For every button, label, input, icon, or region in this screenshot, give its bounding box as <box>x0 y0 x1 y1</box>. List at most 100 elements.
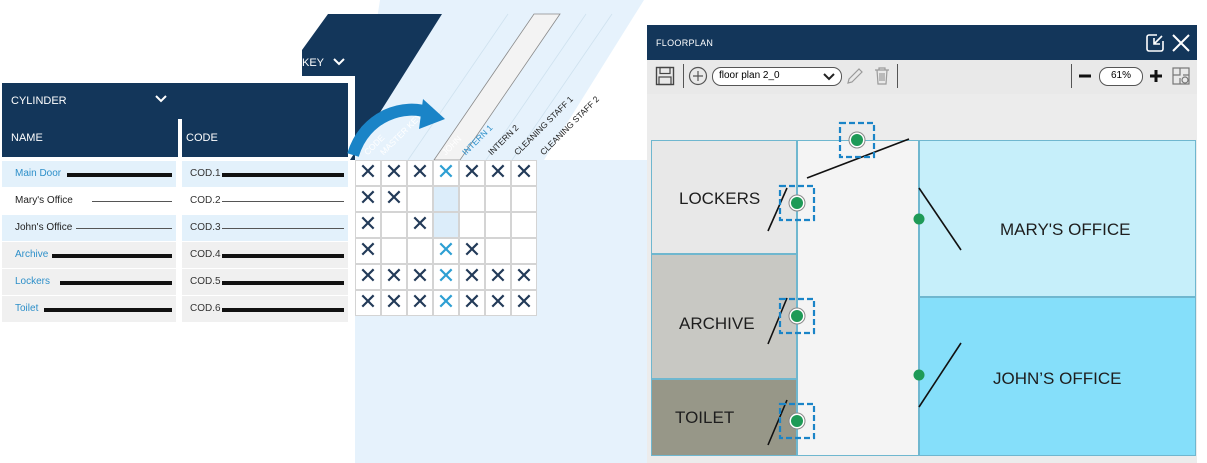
cylinder-code-line <box>222 173 344 177</box>
matrix-cell[interactable] <box>407 160 433 186</box>
matrix-cell[interactable] <box>485 238 511 264</box>
matrix-cell[interactable] <box>381 264 407 290</box>
key-header[interactable]: KEY <box>302 50 350 76</box>
matrix-cell[interactable] <box>433 186 459 212</box>
toolbar-divider <box>897 64 898 88</box>
matrix-cell[interactable] <box>511 186 537 212</box>
matrix-cell[interactable] <box>485 290 511 316</box>
save-icon[interactable] <box>655 66 675 86</box>
cylinder-name[interactable]: Mary's Office <box>15 195 73 206</box>
matrix-cell[interactable] <box>485 212 511 238</box>
matrix-cell[interactable] <box>459 160 485 186</box>
cylinder-header-title: CYLINDER <box>11 95 67 107</box>
matrix-cell[interactable] <box>355 160 381 186</box>
floorplan-canvas[interactable]: LOCKERS ARCHIVE TOILET MARY'S OFFICE JOH… <box>647 94 1197 463</box>
matrix-cell[interactable] <box>459 186 485 212</box>
chevron-down-icon[interactable] <box>332 55 346 69</box>
chevron-down-icon[interactable] <box>154 92 168 106</box>
column-header-name[interactable]: NAME <box>11 132 43 144</box>
room-label-marys-office: MARY'S OFFICE <box>1000 220 1131 239</box>
room-label-lockers: LOCKERS <box>679 189 761 208</box>
column-header-code[interactable]: CODE <box>186 132 218 144</box>
matrix-cell[interactable] <box>407 290 433 316</box>
cylinder-code-line <box>222 254 344 258</box>
matrix-cell[interactable] <box>459 290 485 316</box>
matrix-cell[interactable] <box>407 186 433 212</box>
cylinder-name[interactable]: John's Office <box>15 222 73 233</box>
matrix-cell[interactable] <box>511 290 537 316</box>
matrix-cell[interactable] <box>407 264 433 290</box>
access-mark: ✕ <box>410 264 430 289</box>
matrix-cell[interactable] <box>459 264 485 290</box>
matrix-cell[interactable] <box>511 238 537 264</box>
matrix-cell[interactable] <box>511 160 537 186</box>
matrix-cell[interactable] <box>433 160 459 186</box>
matrix-cell[interactable] <box>407 238 433 264</box>
matrix-cell[interactable] <box>459 238 485 264</box>
matrix-cell[interactable] <box>433 238 459 264</box>
plus-icon[interactable] <box>1146 66 1166 86</box>
matrix-cell[interactable] <box>459 212 485 238</box>
cylinder-header[interactable]: CYLINDER <box>2 83 348 119</box>
cylinder-row[interactable]: John's Office COD.3 <box>2 215 348 241</box>
matrix-cell[interactable] <box>511 264 537 290</box>
key-header-title: KEY <box>302 57 325 69</box>
minimize-icon[interactable] <box>1145 33 1165 53</box>
room-toilet[interactable] <box>651 379 797 456</box>
add-icon[interactable] <box>688 66 708 86</box>
access-mark: ✕ <box>384 160 404 185</box>
cylinder-name[interactable]: Archive <box>15 249 49 260</box>
matrix-cell[interactable] <box>485 264 511 290</box>
matrix-cell[interactable] <box>433 212 459 238</box>
matrix-cell[interactable] <box>381 212 407 238</box>
access-mark: ✕ <box>436 238 456 263</box>
cylinder-row[interactable]: Main Door COD.1 <box>2 161 348 187</box>
door-marys-office <box>918 187 962 251</box>
zoom-level[interactable]: 61% <box>1099 67 1143 86</box>
floorplan-window: FLOORPLAN floor plan 2_0 <box>647 25 1197 463</box>
matrix-cell[interactable] <box>381 290 407 316</box>
matrix-cell[interactable] <box>355 290 381 316</box>
cylinder-name[interactable]: Toilet <box>15 303 39 314</box>
access-mark: ✕ <box>358 290 378 315</box>
matrix-cell[interactable] <box>381 238 407 264</box>
close-icon[interactable] <box>1171 33 1191 53</box>
zoom-level-value: 61% <box>1110 70 1131 81</box>
access-mark: ✕ <box>514 160 534 185</box>
cylinder-code: COD.1 <box>190 168 221 179</box>
matrix-cell[interactable] <box>381 160 407 186</box>
room-marys-office[interactable] <box>919 140 1196 297</box>
matrix-cell[interactable] <box>381 186 407 212</box>
room-label-toilet: TOILET <box>675 408 735 427</box>
matrix-cell[interactable] <box>511 212 537 238</box>
trash-icon[interactable] <box>872 66 892 86</box>
cylinder-name[interactable]: Lockers <box>15 276 51 287</box>
access-mark: ✕ <box>358 186 378 211</box>
minus-icon[interactable] <box>1075 66 1095 86</box>
cylinder-code-line <box>222 228 344 229</box>
matrix-cell[interactable] <box>355 186 381 212</box>
cylinder-name-line <box>76 228 172 229</box>
cylinder-code: COD.3 <box>190 222 221 233</box>
floorplan-settings-icon[interactable] <box>1171 66 1191 86</box>
door-johns-office <box>918 342 962 408</box>
matrix-cell[interactable] <box>485 186 511 212</box>
floorplan-select[interactable]: floor plan 2_0 <box>712 67 842 86</box>
pencil-icon[interactable] <box>845 66 865 86</box>
door-archive <box>767 297 788 345</box>
matrix-cell[interactable] <box>433 290 459 316</box>
matrix-cell[interactable] <box>433 264 459 290</box>
matrix-cell[interactable] <box>355 238 381 264</box>
cylinder-name[interactable]: Main Door <box>15 168 62 179</box>
matrix-cell[interactable] <box>355 212 381 238</box>
room-lockers[interactable] <box>651 140 797 254</box>
corridor[interactable] <box>797 140 919 456</box>
room-archive[interactable] <box>651 254 797 379</box>
matrix-cell[interactable] <box>355 264 381 290</box>
matrix-cell[interactable] <box>485 160 511 186</box>
matrix-cell[interactable] <box>407 212 433 238</box>
